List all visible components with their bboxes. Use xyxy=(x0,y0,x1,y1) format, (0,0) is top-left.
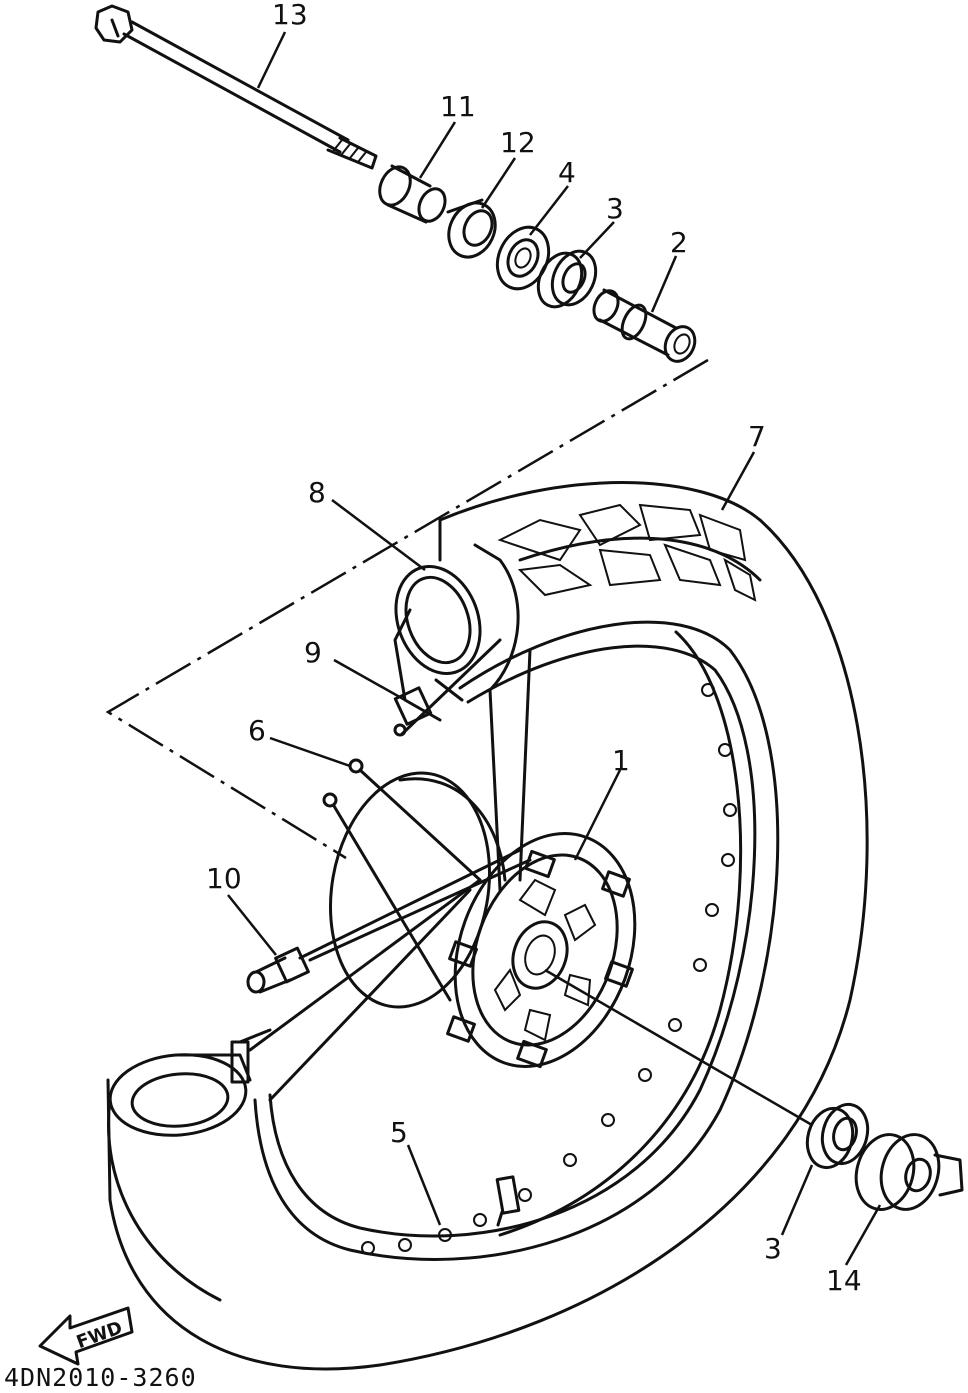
callout-3-lower: 3 xyxy=(764,1232,782,1265)
callout-2: 2 xyxy=(670,226,688,259)
callout-7: 7 xyxy=(748,420,766,453)
callout-13: 13 xyxy=(272,0,308,31)
part-code: 4DN2010-3260 xyxy=(4,1363,197,1392)
leader-lines xyxy=(227,31,882,1266)
oil-seal-part-12 xyxy=(446,198,497,259)
callout-11: 11 xyxy=(440,90,476,123)
tube-lower-section xyxy=(107,1028,272,1302)
rim xyxy=(253,620,780,1261)
callout-6: 6 xyxy=(248,714,266,747)
tire-part-7 xyxy=(106,481,869,1371)
callout-8: 8 xyxy=(308,476,326,509)
fwd-arrow-icon: FWD xyxy=(38,1306,134,1366)
meter-gear-part-14 xyxy=(854,1133,964,1211)
callout-12: 12 xyxy=(500,126,536,159)
callout-5: 5 xyxy=(390,1116,408,1149)
callout-1: 1 xyxy=(612,744,630,777)
bearing-part-4 xyxy=(495,225,551,291)
callout-4: 4 xyxy=(558,156,576,189)
tube-part-8 xyxy=(393,543,520,722)
spacer-part-2 xyxy=(592,288,697,363)
rim-valve xyxy=(495,1175,521,1227)
callout-9: 9 xyxy=(304,636,322,669)
callout-3-upper: 3 xyxy=(606,192,624,225)
collar-part-11 xyxy=(378,164,447,224)
bearing-part-3-upper xyxy=(536,249,598,309)
callout-14: 14 xyxy=(826,1264,862,1297)
callout-10: 10 xyxy=(206,862,242,895)
assembly-center-line xyxy=(105,358,709,860)
bearing-part-3-lower xyxy=(805,1102,870,1170)
axle-part-13 xyxy=(94,4,378,170)
valve-stem-part-10 xyxy=(246,848,532,994)
callout-labels: 13 11 12 4 3 2 7 8 9 6 1 10 5 3 14 xyxy=(206,0,862,1297)
